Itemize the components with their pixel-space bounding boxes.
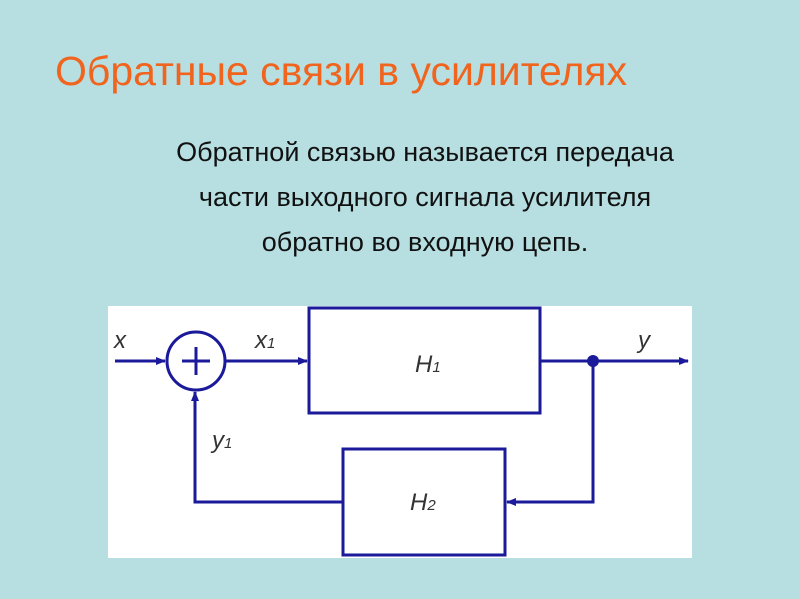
h1-label-main: H [415, 351, 433, 378]
body-line: Обратной связью называется передача [176, 137, 674, 167]
body-line: обратно во входную цепь. [261, 227, 589, 257]
feedback-return-line [191, 391, 343, 504]
y1-label: y1 [210, 427, 232, 454]
y1-label-sub: 1 [224, 435, 232, 452]
y1-label-main: y [210, 427, 226, 454]
h2-label: H2 [410, 489, 436, 516]
input-label: x [113, 327, 127, 354]
h1-label: H1 [415, 351, 441, 378]
slide-title: Обратные связи в усилителях [55, 48, 628, 94]
diagram-background [108, 306, 692, 558]
slide-body-text: Обратной связью называется передача част… [60, 130, 790, 265]
x1-label-main: x [254, 327, 268, 354]
h1-label-sub: 1 [432, 359, 440, 376]
x1-label-sub: 1 [267, 335, 275, 352]
h2-label-sub: 2 [426, 497, 436, 514]
output-label: y [636, 327, 652, 354]
feedback-takeoff-line [506, 361, 595, 506]
h2-label-main: H [410, 489, 428, 516]
branch-node [587, 355, 599, 367]
x1-label: x1 [254, 327, 275, 354]
body-line: части выходного сигнала усилителя [198, 182, 652, 212]
